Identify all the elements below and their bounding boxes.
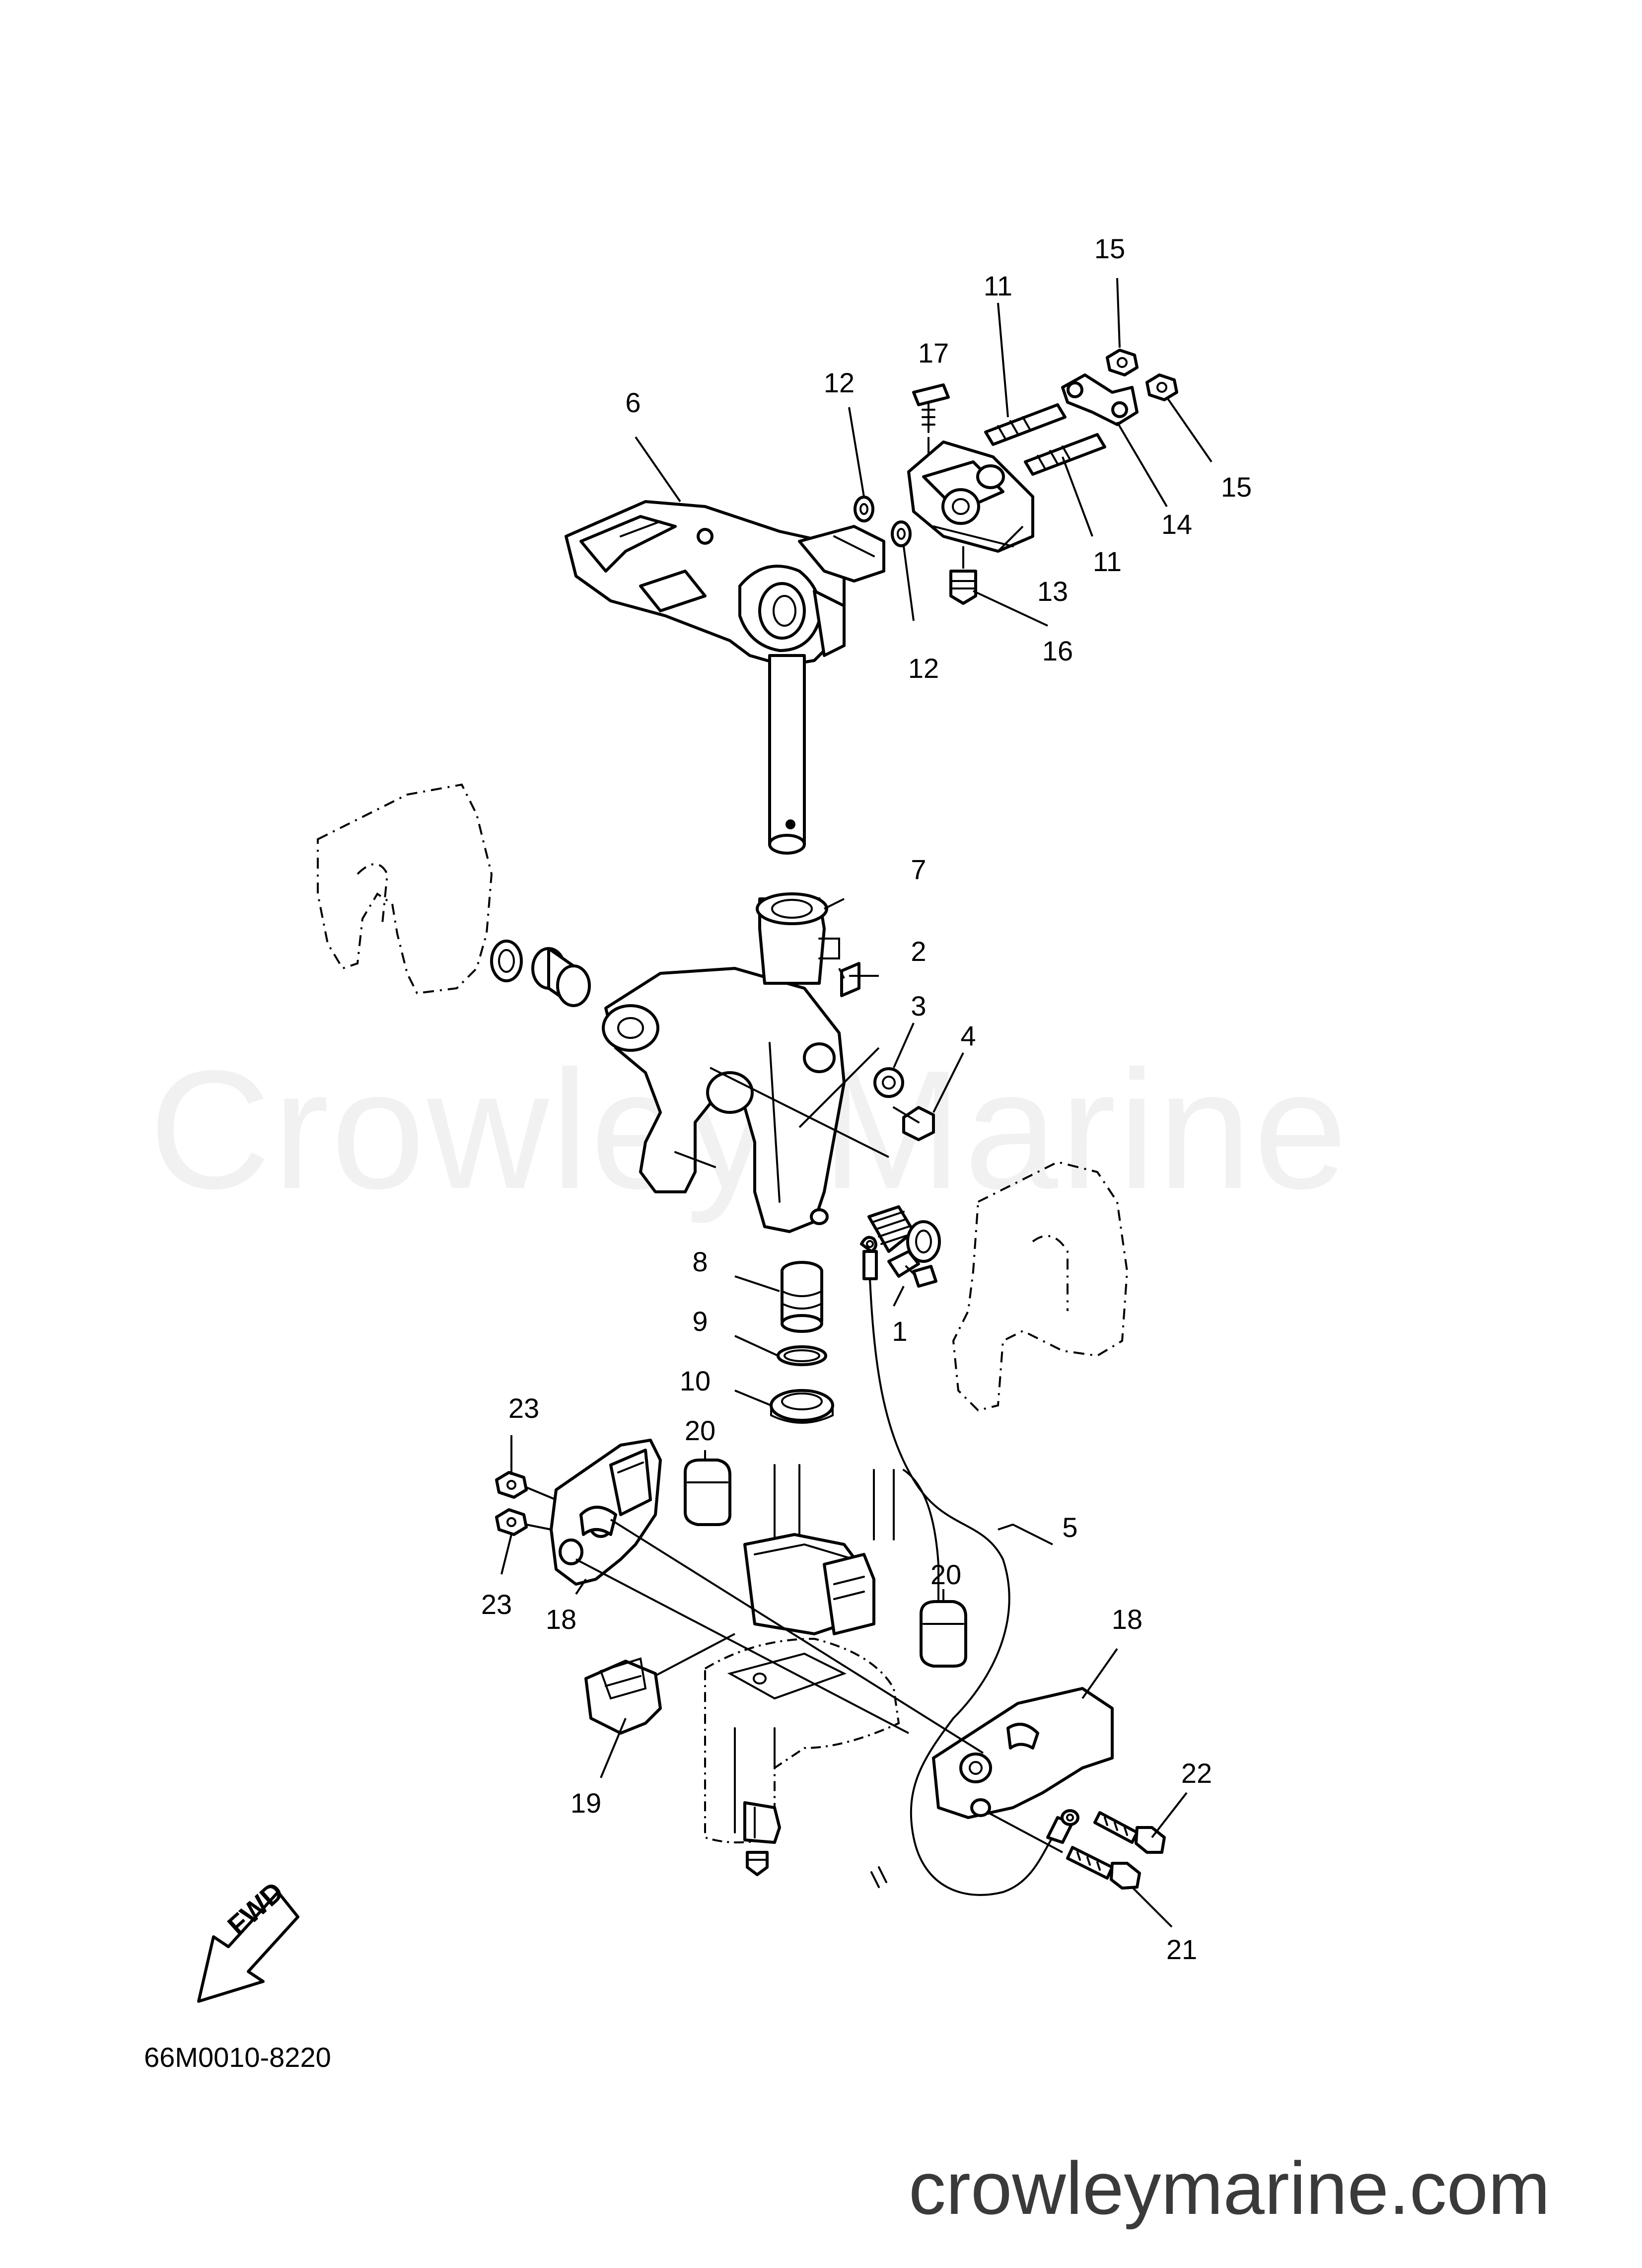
drawing-code: 66M0010-8220 [144,2042,331,2073]
part-19-rubber-mount [584,1657,662,1735]
part-4-bolt [893,1106,935,1141]
callout-1: 1 [892,1316,907,1347]
part-10-seal [770,1389,834,1424]
callout-15-lower: 15 [1221,471,1252,503]
ghost-clamp-bracket-left [317,783,493,995]
part-11-stud-lower [1024,433,1106,476]
callout-2: 2 [911,936,926,967]
callout-10: 10 [680,1365,711,1396]
part-12-washer-upper [854,496,874,522]
callout-4: 4 [960,1020,976,1051]
part-23-nut-lower [495,1508,552,1536]
part-15-nut-upper [1106,349,1139,376]
callout-22: 22 [1181,1757,1212,1789]
callout-9: 9 [692,1306,708,1337]
tilt-axle-line [710,1067,889,1158]
tilt-tube-line [798,1047,880,1128]
part-13-friction-block [907,440,1034,553]
callout-15-upper: 15 [1094,233,1125,264]
callout-5: 5 [1062,1512,1077,1543]
callout-23-upper: 23 [508,1392,539,1424]
callout-19: 19 [571,1787,601,1819]
callout-16: 16 [1042,635,1073,666]
callout-18-right: 18 [1112,1604,1142,1635]
part-18-clamp-plate-right [932,1687,1114,1819]
swivel-bracket [602,967,846,1233]
fwd-arrow-icon: FWD [197,1876,299,2003]
callout-20-upper: 20 [685,1415,715,1446]
part-20-damper-lower [920,1600,967,1668]
part-12-washer-lower [891,520,912,547]
clamp-bolt-line-right [988,1812,1063,1853]
callout-8: 8 [692,1246,708,1277]
part-6-steering-bracket [565,500,885,855]
callout-leaders [500,278,1213,1928]
part-23-nut-upper [495,1471,557,1501]
part-11-stud-upper [984,403,1067,446]
site-url[interactable]: crowleymarine.com [909,2146,1550,2230]
callout-23-lower: 23 [481,1589,512,1620]
part-14-plate [1061,373,1139,426]
part-1-screw [887,1250,937,1288]
callout-12-lower: 12 [908,653,939,684]
part-16-grease-fitting [949,546,977,605]
part-22-bolt [1093,1811,1166,1854]
callout-3: 3 [911,990,926,1022]
callout-13: 13 [1037,576,1068,607]
callout-18-left: 18 [546,1604,576,1635]
callout-12-upper: 12 [824,367,855,398]
callout-17: 17 [918,337,949,368]
drive-shaft-housing [704,1464,939,1843]
tilt-spring-right [867,1205,915,1253]
part-5-ground-lead [860,1236,1079,1896]
drain-fitting [743,1801,781,1876]
part-7-bushing [756,892,840,985]
ghost-clamp-bracket-right [952,1161,1129,1412]
part-18-clamp-plate-left [550,1439,662,1586]
part-9-o-ring [777,1345,827,1366]
callout-11-upper: 11 [984,270,1012,301]
part-20-damper-upper [684,1459,731,1526]
clamp-bolt-line-lower [575,1558,909,1734]
part-3-collar [873,1067,904,1098]
part-2-shim [840,962,860,997]
callout-21: 21 [1166,1934,1197,1965]
callout-labels: 1 2 3 4 5 6 7 8 9 10 11 11 12 12 13 14 1… [481,233,1252,1965]
clamp-bolt-line-upper [610,1519,984,1754]
part-21-bolt [1066,1846,1141,1890]
tilt-washer-left [490,940,523,982]
tilt-washer-right [906,1220,941,1263]
callout-6: 6 [625,387,641,418]
part-15-nut-lower [1145,373,1178,401]
callout-7: 7 [911,854,926,885]
callout-20-lower: 20 [930,1559,961,1590]
callout-11-lower: 11 [1093,546,1122,577]
callout-14: 14 [1161,509,1192,540]
tilt-bushing-left [531,947,591,1007]
part-8-bushing-lower [781,1261,823,1333]
